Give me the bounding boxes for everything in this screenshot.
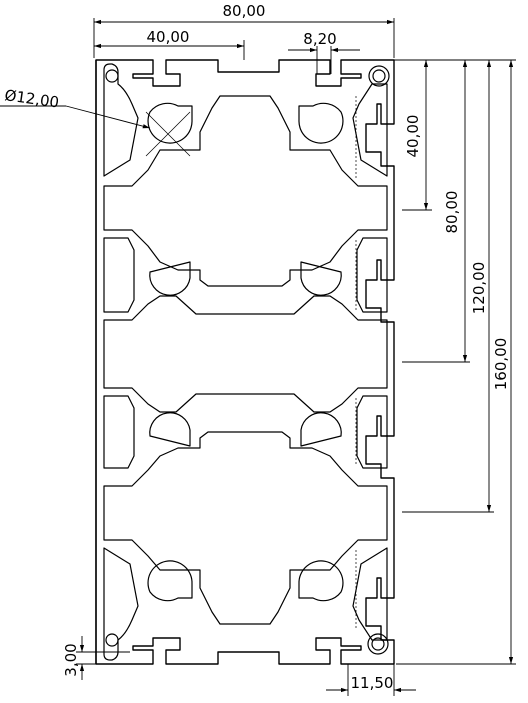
label-slot-width: 8,20 xyxy=(303,30,336,48)
label-half-width: 40,00 xyxy=(147,28,190,46)
label-wall-thickness: 3,00 xyxy=(62,643,80,676)
label-height-120: 120,00 xyxy=(470,262,488,315)
dim-height-40: 40,00 xyxy=(404,60,429,210)
label-slot-offset: 11,50 xyxy=(351,674,394,692)
dim-wall-thickness: 3,00 xyxy=(62,636,130,680)
dim-height-160: 160,00 xyxy=(492,60,514,664)
label-height-40: 40,00 xyxy=(404,115,422,158)
profile-outline xyxy=(95,59,395,665)
dim-half-width: 40,00 xyxy=(94,28,245,60)
label-overall-width: 80,00 xyxy=(223,2,266,20)
dim-extension-lines xyxy=(394,59,516,665)
label-height-160: 160,00 xyxy=(492,338,510,391)
dim-height-80: 80,00 xyxy=(443,60,468,362)
profile-cavities xyxy=(103,63,390,661)
label-hole-diameter: Ø12,00 xyxy=(3,86,60,111)
dim-height-120: 120,00 xyxy=(470,60,492,512)
hole-center-mark xyxy=(145,111,191,157)
dim-overall-width: 80,00 xyxy=(93,2,395,58)
dim-hole-diameter: Ø12,00 xyxy=(0,86,151,129)
dim-slot-offset: 11,50 xyxy=(326,664,416,696)
label-height-80: 80,00 xyxy=(443,191,461,234)
dim-slot-width: 8,20 xyxy=(288,30,360,74)
